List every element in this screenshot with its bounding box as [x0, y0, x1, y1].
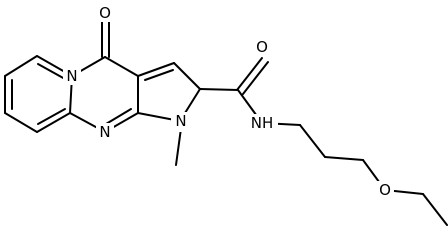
bond-c5-c6-inner — [37, 108, 66, 125]
bond-c2-c3 — [4, 55, 38, 77]
bond-c14-c15 — [324, 156, 364, 161]
bond-c8-c10-inner — [144, 69, 174, 81]
molecule-structure: O N N N O NH O — [4, 4, 448, 226]
fused-nitrogen-label: N — [66, 67, 77, 85]
bond-c13-c14 — [299, 124, 326, 158]
ether-oxygen-label: O — [379, 181, 391, 199]
bond-c8-c10 — [137, 62, 175, 77]
bond-c4-c5 — [4, 112, 38, 133]
pyrimidine-nitrogen-label: N — [99, 123, 110, 141]
pyrrole-nitrogen-label: N — [175, 112, 186, 130]
bond-c12-o2-double — [242, 61, 269, 95]
bond-c1-c2-inner — [37, 63, 66, 80]
bond-c16-c17 — [422, 193, 448, 226]
bond-c12-o2 — [236, 57, 263, 91]
bond-c9-n2-inner — [105, 108, 132, 125]
bond-c5-c6 — [36, 112, 71, 133]
amide-nh-label: NH — [251, 114, 274, 132]
carbonyl-oxygen-label: O — [99, 4, 111, 22]
amide-oxygen-label: O — [256, 38, 268, 56]
bond-c7-c8 — [104, 56, 139, 77]
atom-labels: O N N N O NH O — [63, 4, 394, 199]
bond-group — [4, 21, 448, 226]
bond-c11-c12 — [199, 88, 239, 91]
bond-c10-c11 — [173, 62, 201, 90]
